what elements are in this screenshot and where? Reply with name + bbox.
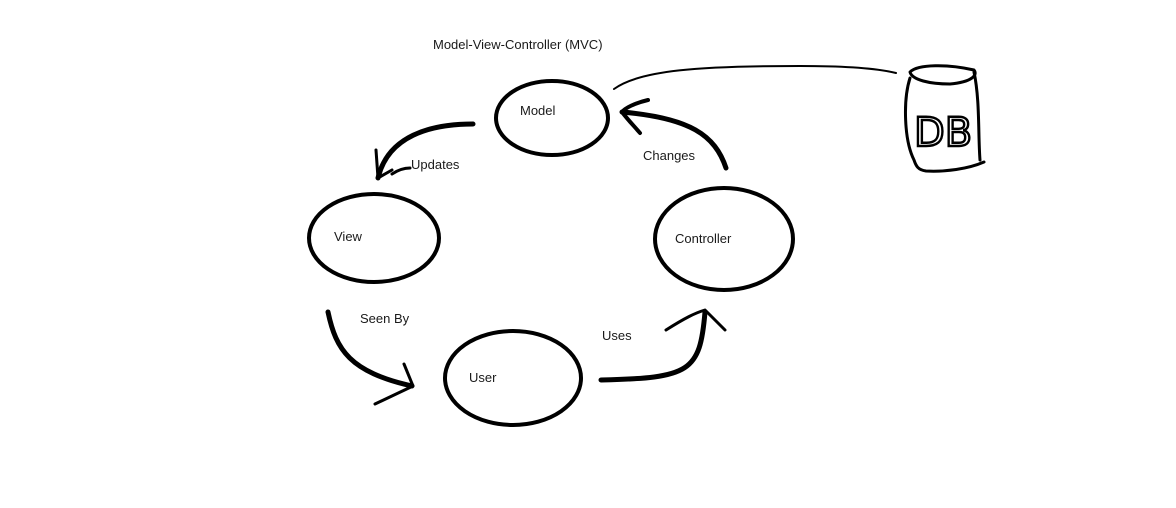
model-node	[494, 79, 610, 157]
user-node	[443, 329, 583, 427]
changes-arrow-head	[620, 98, 650, 135]
view-node	[307, 192, 441, 284]
diagram-title: Model-View-Controller (MVC)	[433, 37, 603, 52]
updates-arrow	[375, 121, 476, 181]
uses-arrow-head	[664, 308, 727, 332]
updates-edge-label: Updates	[411, 157, 460, 172]
user-label: User	[469, 370, 497, 385]
uses-arrow	[598, 309, 708, 383]
controller-node	[653, 186, 795, 292]
model-label: Model	[520, 103, 556, 118]
seen-by-arrow-head	[373, 362, 415, 406]
db-node	[904, 64, 986, 173]
view-label: View	[334, 229, 362, 244]
updates-arrow-head	[374, 148, 412, 180]
controller-label: Controller	[675, 231, 732, 246]
uses-edge-label: Uses	[602, 328, 632, 343]
seen-by-arrow	[325, 309, 415, 389]
seen-by-edge-label: Seen By	[360, 311, 410, 326]
changes-arrow	[619, 109, 729, 171]
db-connector-line	[613, 65, 897, 90]
changes-edge-label: Changes	[643, 148, 696, 163]
